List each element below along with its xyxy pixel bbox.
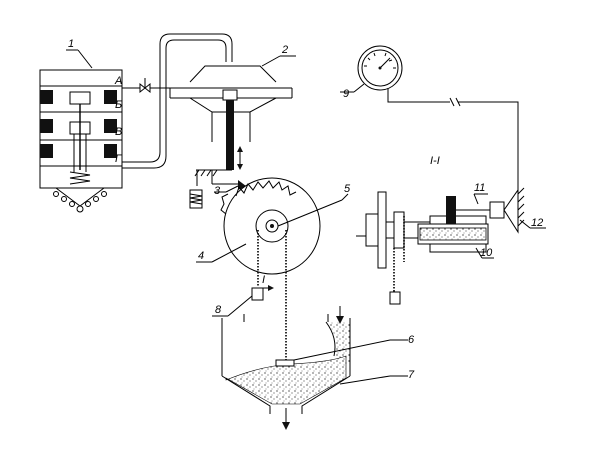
callout-9: 9	[343, 88, 349, 100]
callout-10: 10	[480, 247, 493, 259]
callout-5: 5	[344, 183, 351, 195]
pawl	[189, 169, 246, 209]
port-label-a: А	[114, 75, 122, 87]
callout-12: 12	[531, 217, 543, 229]
callout-7: 7	[408, 369, 415, 381]
control-valve	[39, 69, 123, 213]
diaphragm-actuator	[169, 65, 293, 170]
callout-3: 3	[214, 185, 221, 197]
callout-8: 8	[215, 304, 222, 316]
callout-6: 6	[408, 334, 415, 346]
port-label-g: Г	[115, 153, 122, 165]
section-view	[356, 187, 525, 305]
pressure-gauge	[357, 45, 519, 190]
port-label-b: Б	[115, 99, 122, 111]
callout-2: 2	[281, 44, 288, 56]
ratchet-wheel	[220, 177, 343, 275]
section-marker: I	[262, 274, 265, 286]
hopper	[221, 306, 351, 430]
port-label-v: В	[115, 126, 122, 138]
section-label: I-I	[430, 155, 440, 167]
callout-1: 1	[68, 38, 74, 50]
counterweight	[251, 287, 264, 301]
callout-11: 11	[474, 182, 485, 194]
air-pipes	[122, 33, 233, 169]
callout-4: 4	[198, 250, 204, 262]
